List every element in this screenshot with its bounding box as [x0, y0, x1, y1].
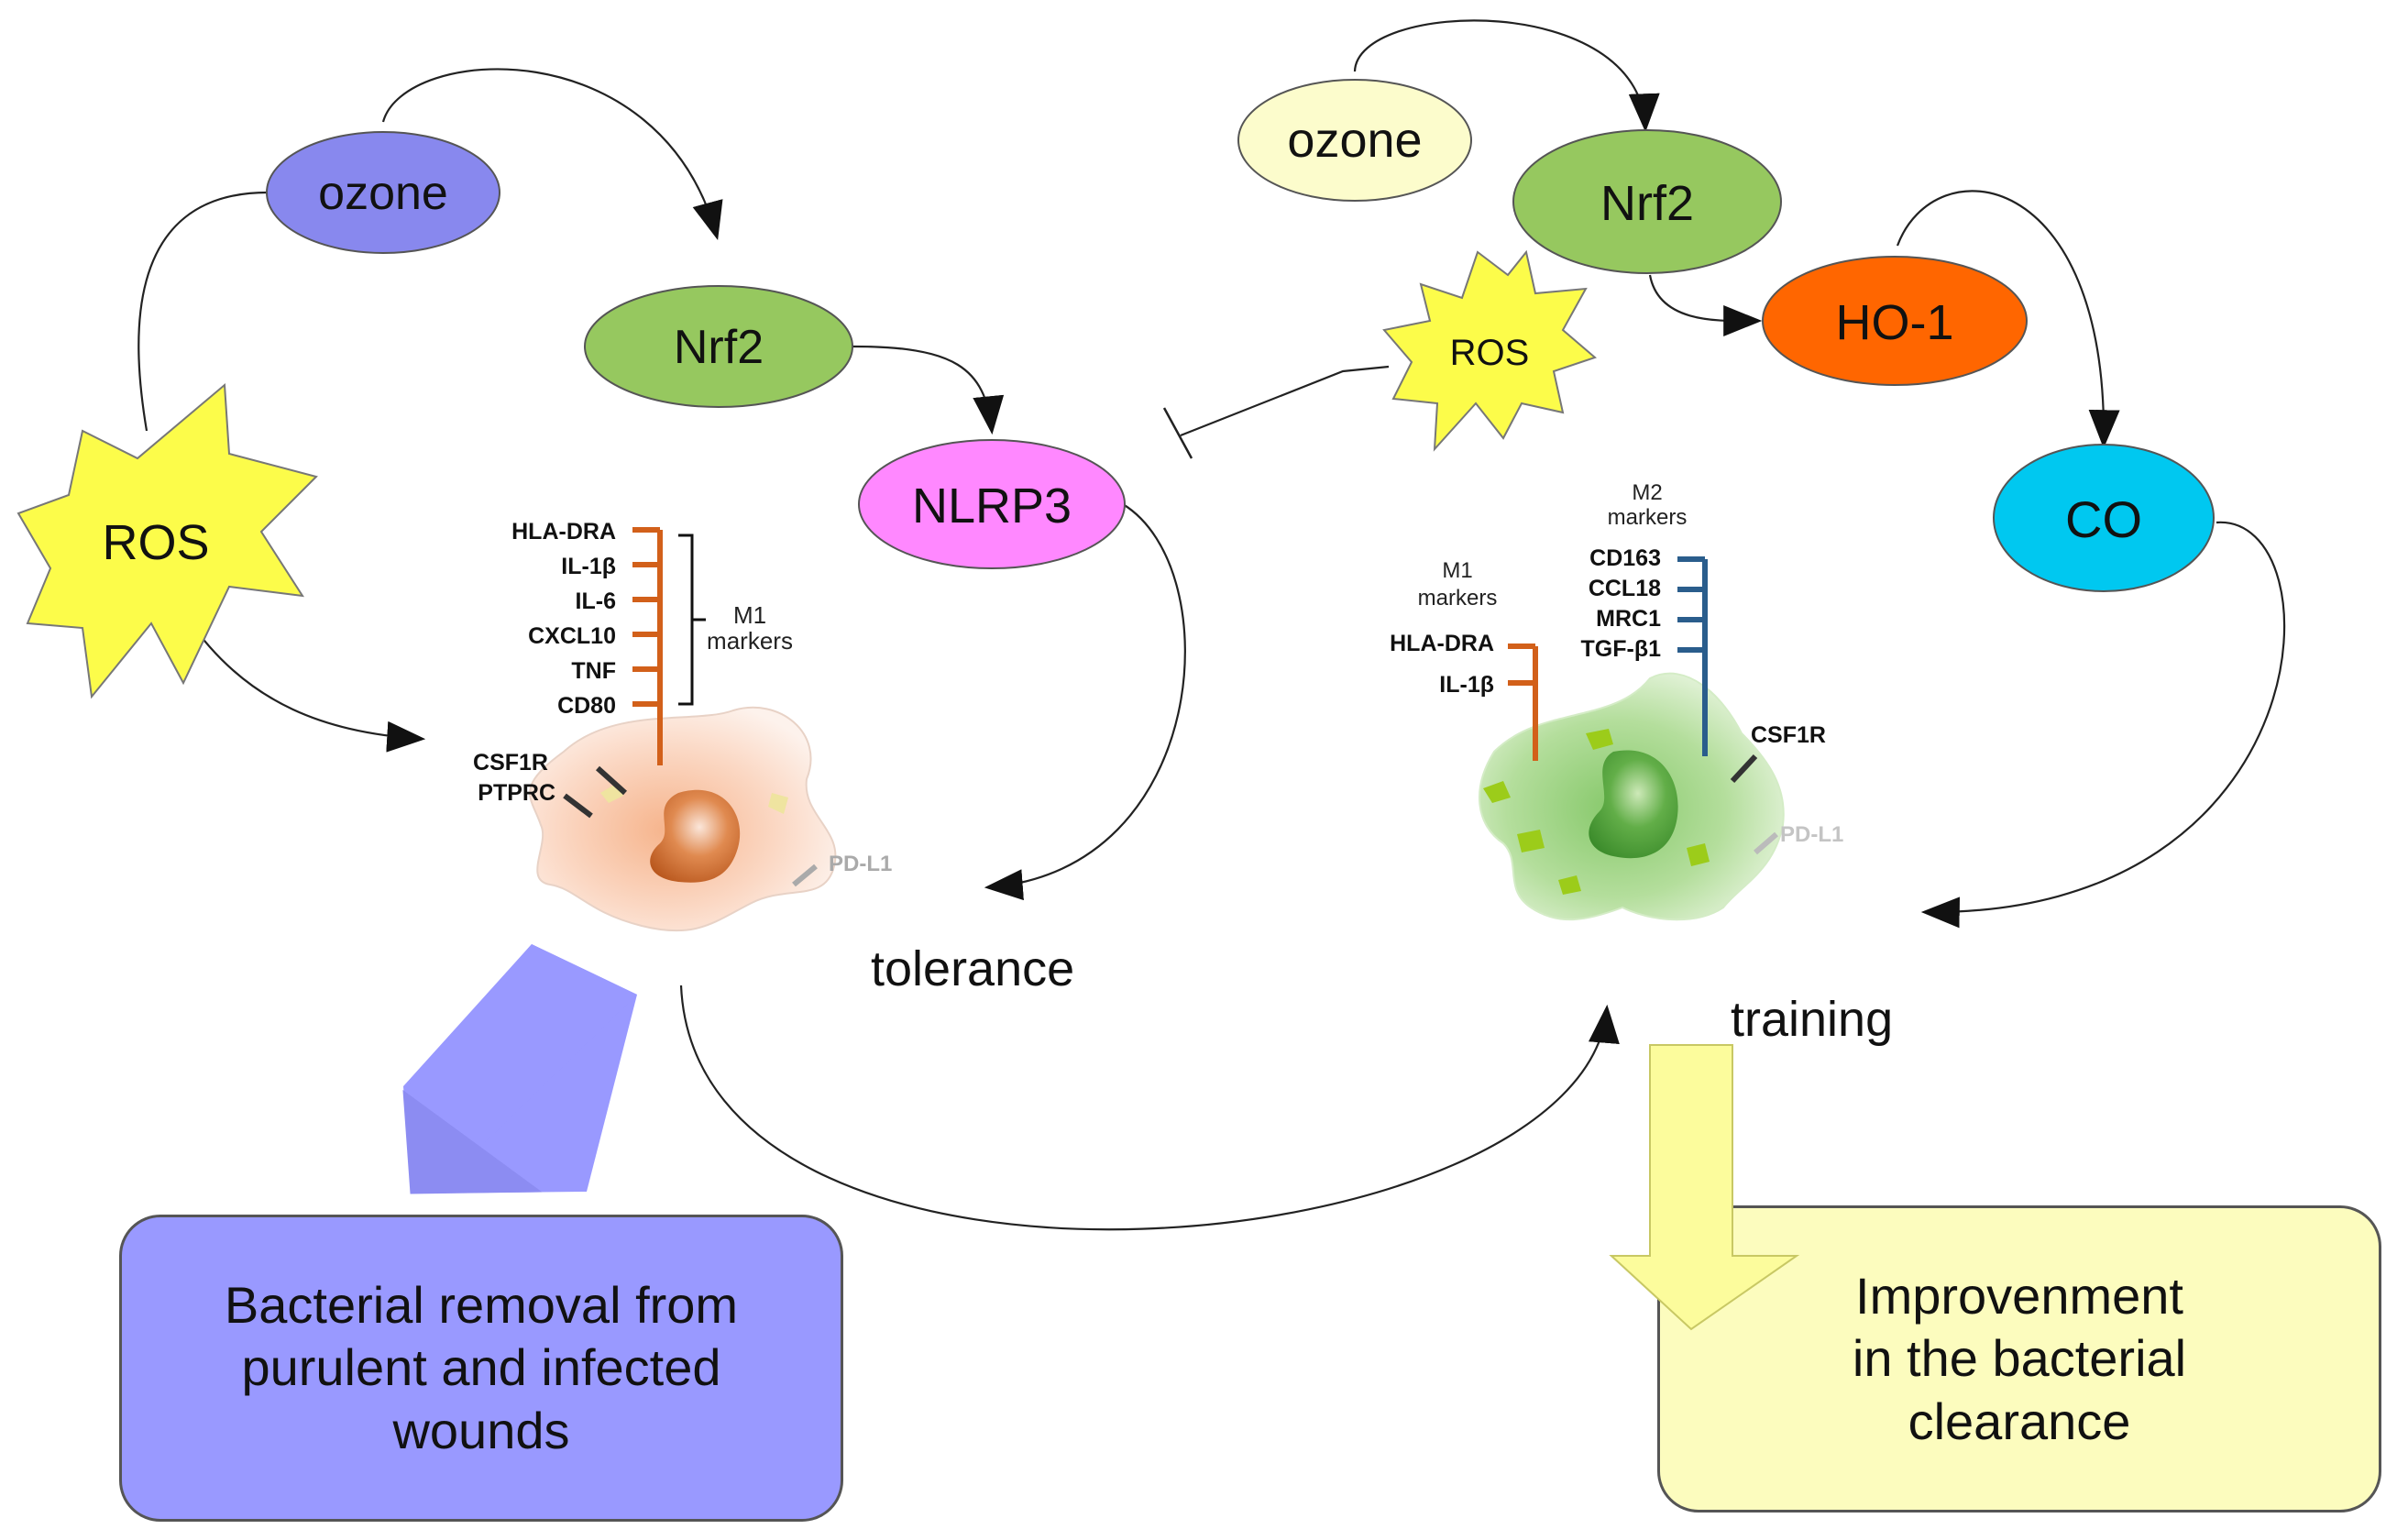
macrophage-to-training-arrow [679, 984, 1620, 1231]
ozone-to-nrf2-arrow-right [1353, 19, 1660, 133]
right-connectors [1162, 19, 2286, 929]
m1-title-right-1: M1 [1442, 558, 1472, 583]
co-label: CO [2065, 490, 2142, 548]
m1-marker-labels: HLA-DRA IL-1β IL-6 CXCL10 TNF CD80 [511, 519, 616, 719]
ozone-label-left: ozone [318, 167, 448, 220]
macrophage-nucleus [650, 789, 741, 883]
m2-title-2: markers [1608, 505, 1688, 530]
nrf2-node-right [1512, 129, 1782, 274]
csf1r-label-left: CSF1R [473, 750, 548, 776]
ros-star-right [1382, 249, 1597, 452]
ho1-to-co-arrow [1896, 190, 2120, 449]
marker-il-1b-right: IL-1β [1439, 672, 1494, 698]
marker-tnf: TNF [571, 658, 616, 684]
csf1r-receptor-right [1730, 754, 1758, 784]
ros-inhibition-bar [1162, 407, 1193, 459]
nlrp3-label: NLRP3 [912, 478, 1072, 534]
nrf2-to-nlrp3-arrow [852, 345, 1005, 435]
marker-tgf-b1: TGF-β1 [1581, 636, 1662, 662]
left-result-text: Bacterial removal from purulent and infe… [224, 1276, 739, 1459]
ozone-to-nrf2-arrow [381, 68, 723, 241]
ros-to-macrophage-arrow [187, 618, 426, 753]
m2-title-1: M2 [1632, 480, 1662, 505]
ozone-node-left [266, 131, 500, 254]
marker-cd163: CD163 [1589, 545, 1661, 571]
marker-il-1b: IL-1β [561, 554, 616, 579]
ros-ozone-link [137, 191, 269, 432]
marker-ccl18: CCL18 [1589, 576, 1661, 601]
marker-hla-dra: HLA-DRA [511, 519, 616, 544]
co-node [1993, 444, 2215, 592]
m2-marker-stalk [1677, 556, 1708, 756]
macrophage-nucleus-right [1589, 750, 1678, 859]
m1-marker-stalk [632, 527, 663, 765]
csf1r-label-right: CSF1R [1751, 722, 1826, 748]
left-big-arrow-head [402, 1089, 543, 1194]
nlrp3-node [858, 439, 1126, 569]
co-to-training-arrow [1920, 521, 2286, 929]
nrf2-label-left: Nrf2 [674, 321, 764, 374]
nrf2-label-right: Nrf2 [1600, 176, 1694, 231]
pdl1-label-right: PD-L1 [1780, 822, 1843, 847]
m1-bracket [678, 534, 706, 706]
right-result-box: Improvenment in the bacterial clearance [1657, 1205, 2381, 1512]
pdl1-receptor-left [792, 864, 818, 887]
ptprc-label: PTPRC [478, 780, 555, 806]
ho1-node [1762, 256, 2028, 386]
m1-bracket-label-2: markers [707, 627, 793, 654]
marker-hla-dra-right: HLA-DRA [1390, 631, 1494, 656]
left-result-box: Bacterial removal from purulent and infe… [119, 1215, 843, 1522]
right-result-text: Improvenment in the bacterial clearance [1852, 1267, 2187, 1450]
pdl1-label-left: PD-L1 [829, 852, 892, 876]
m1-marker-stalk-right [1508, 644, 1538, 761]
m1-macrophage [529, 706, 837, 932]
tolerance-label: tolerance [871, 941, 1074, 996]
nrf2-to-ho1-arrow [1648, 274, 1763, 337]
left-connectors [137, 68, 1620, 1231]
ros-label-right: ROS [1450, 333, 1530, 373]
training-label: training [1731, 992, 1893, 1047]
marker-cxcl10: CXCL10 [528, 623, 616, 649]
pdl1-receptor-right [1754, 831, 1778, 855]
nrf2-node-left [584, 285, 853, 408]
csf1r-receptor-left [595, 765, 628, 796]
nlrp3-to-tolerance-arrow [984, 503, 1186, 901]
marker-mrc1: MRC1 [1596, 606, 1661, 632]
ros-star-left [16, 382, 318, 699]
left-big-arrow-shaft [403, 944, 637, 1150]
ptprc-receptor [563, 793, 593, 819]
m1-bracket-label-1: M1 [733, 601, 766, 629]
ozone-label-right: ozone [1287, 113, 1422, 168]
ozone-node-right [1237, 79, 1472, 202]
marker-il-6: IL-6 [576, 588, 616, 614]
m1-title-right-2: markers [1418, 586, 1498, 610]
ros-inhibition-line [1180, 365, 1390, 437]
ros-label-left: ROS [102, 515, 209, 570]
ho1-label: HO-1 [1835, 295, 1953, 350]
marker-cd80: CD80 [557, 693, 616, 719]
